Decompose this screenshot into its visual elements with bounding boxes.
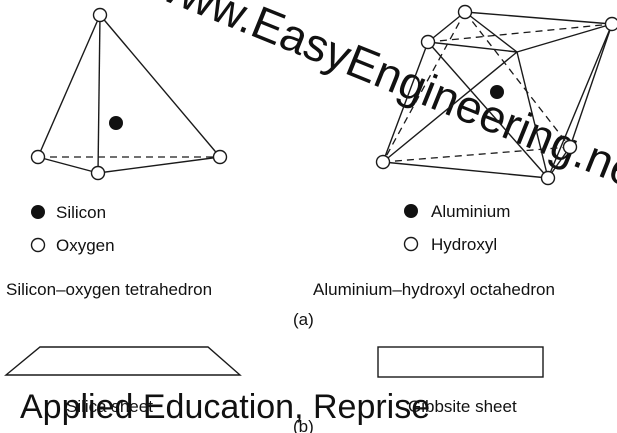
silicon-atom <box>109 116 123 130</box>
silica-sheet-symbol <box>4 346 242 376</box>
part-b-label: (b) <box>293 417 314 433</box>
oxygen-legend-label: Oxygen <box>56 236 115 255</box>
oxygen-atom-left <box>30 149 46 165</box>
hydroxyl-atom-top <box>457 4 473 20</box>
octahedron-caption: Aluminium–hydroxyl octahedron <box>313 280 555 299</box>
hydroxyl-legend-label: Hydroxyl <box>431 235 497 254</box>
hydroxyl-atom-bottom-left <box>375 154 391 170</box>
tetrahedron-caption: Silicon–oxygen tetrahedron <box>6 280 212 299</box>
tetrahedron-figure <box>30 7 228 181</box>
hydroxyl-atom-top-right <box>604 16 617 32</box>
octahedron-legend: Aluminium Hydroxyl <box>403 202 510 254</box>
oxygen-atom-right <box>212 149 228 165</box>
gibbsite-sheet-caption: Gibbsite sheet <box>408 397 517 416</box>
aluminium-legend-label: Aluminium <box>431 202 510 221</box>
silica-sheet-caption: Silica sheet <box>66 397 153 416</box>
aluminium-atom <box>490 85 504 99</box>
octahedron-figure <box>375 4 617 186</box>
hydroxyl-atom-left <box>420 34 436 50</box>
oxygen-atom-top <box>92 7 108 23</box>
watermark-text-bottom: Applied Education, Reprise <box>20 388 430 426</box>
tetrahedron-legend: Silicon Oxygen <box>30 203 115 255</box>
part-a-label: (a) <box>293 310 314 329</box>
watermark: www.EasyEngineering.net Applied Educatio… <box>20 0 617 426</box>
hydroxyl-atom-bottom <box>540 170 556 186</box>
hydroxyl-legend-marker <box>403 236 419 252</box>
oxygen-legend-marker <box>30 237 46 253</box>
oxygen-atom-front <box>90 165 106 181</box>
gibbsite-sheet-symbol <box>377 346 544 378</box>
silicon-legend-label: Silicon <box>56 203 106 222</box>
aluminium-legend-marker <box>404 204 418 218</box>
hydroxyl-atom-right <box>562 139 578 155</box>
silicon-legend-marker <box>31 205 45 219</box>
